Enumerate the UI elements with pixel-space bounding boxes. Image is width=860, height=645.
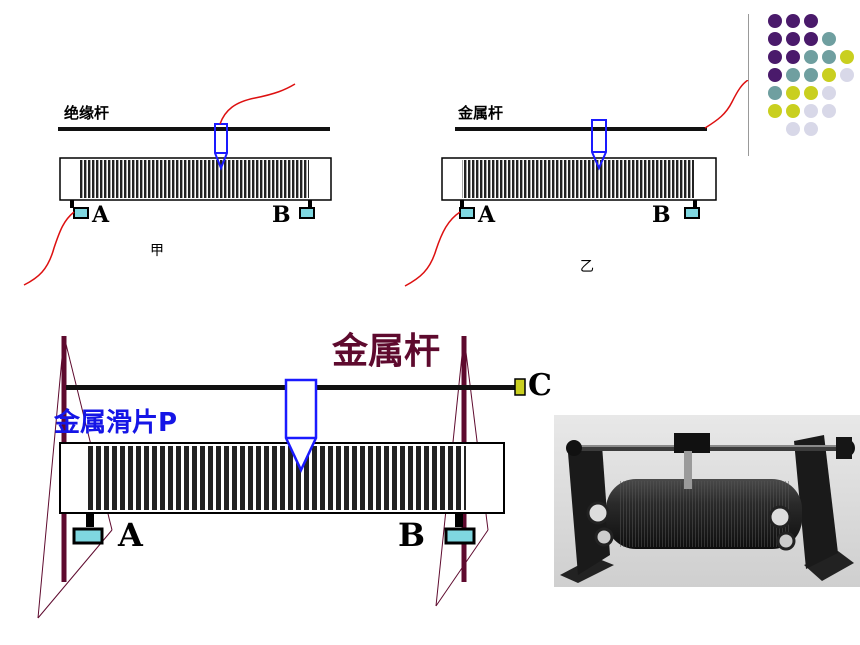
- resistor-coil: [462, 160, 694, 198]
- terminal-a-base: [72, 527, 104, 545]
- terminal-b-post: [308, 200, 312, 208]
- terminal-b-base: [444, 527, 476, 545]
- diagram-main: 金属杆 金属滑片P C A B: [0, 300, 560, 645]
- frame-left-slant-1: [37, 335, 65, 619]
- metal-rod: [455, 127, 707, 131]
- decorative-dot-grid: [760, 10, 860, 150]
- rod-label-jia: 绝缘杆: [64, 104, 110, 122]
- slider-p: [284, 378, 318, 473]
- wire-bottom: [404, 211, 461, 287]
- resistor-coil: [86, 446, 466, 510]
- diagram-jia: 绝缘杆 A B 甲: [20, 80, 350, 290]
- slider-contact: [214, 123, 228, 171]
- terminal-a-label-main: A: [118, 516, 143, 554]
- frame-right-slant-3: [435, 529, 489, 607]
- terminal-c: [514, 378, 526, 396]
- terminal-a-label-yi: A: [478, 202, 496, 228]
- diagram-main-drawing: [37, 335, 526, 619]
- slider-contact: [591, 119, 607, 171]
- insulating-rod: [58, 127, 330, 131]
- wire-bottom: [23, 211, 75, 286]
- terminal-a-base: [73, 207, 89, 219]
- terminal-a-post: [86, 513, 94, 527]
- caption-jia: 甲: [150, 243, 164, 259]
- diagram-yi: 金属杆 A B 乙: [400, 80, 750, 290]
- terminal-b-post: [693, 200, 697, 208]
- rheostat-photo: [554, 415, 860, 587]
- terminal-a-post: [70, 200, 74, 208]
- terminal-a-base: [459, 207, 475, 219]
- terminal-b-label-yi: B: [652, 202, 671, 228]
- rod-label-main: 金属杆: [332, 331, 441, 372]
- slider-label-main: 金属滑片P: [54, 408, 178, 438]
- terminal-b-label-jia: B: [272, 202, 291, 228]
- resistor-coil: [80, 160, 309, 198]
- terminal-b-label-main: B: [398, 516, 426, 554]
- rod-label-yi: 金属杆: [458, 104, 504, 122]
- caption-yi: 乙: [580, 259, 594, 275]
- wire-right: [704, 80, 749, 129]
- terminal-b-base: [684, 207, 700, 219]
- wire-top: [219, 83, 296, 125]
- terminal-a-label-jia: A: [92, 202, 110, 228]
- rheostat-photo-drawing: [554, 415, 860, 587]
- diagram-jia-drawing: [23, 83, 332, 286]
- terminal-a-post: [460, 200, 464, 208]
- terminal-b-base: [299, 207, 315, 219]
- diagram-yi-drawing: [404, 80, 749, 287]
- terminal-c-label: C: [528, 368, 552, 403]
- terminal-b-post: [455, 513, 463, 527]
- frame-left-slant-3: [37, 529, 113, 619]
- decorative-divider: [748, 14, 749, 156]
